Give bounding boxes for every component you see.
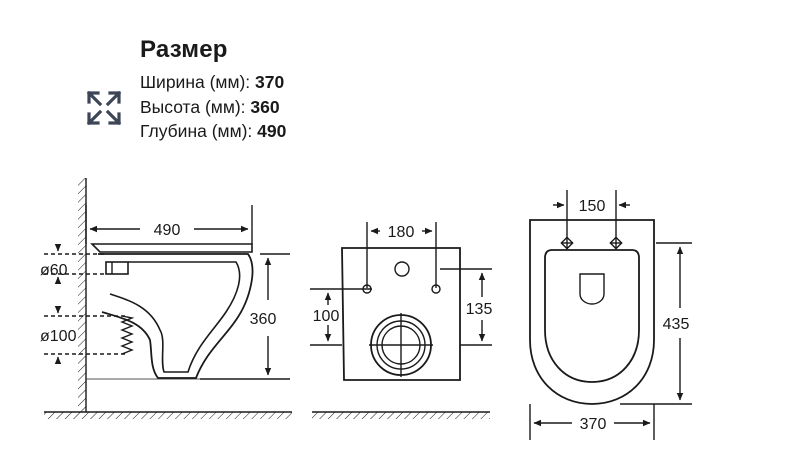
dim-side-height-label: 360 xyxy=(250,311,277,328)
spec-width: Ширина (мм): 370 xyxy=(140,70,286,95)
dim-pipe-drain-label: ø100 xyxy=(40,328,77,345)
top-inner xyxy=(544,249,640,383)
dim-back-height-right-label: 135 xyxy=(466,301,493,318)
wall-hatch xyxy=(78,178,86,412)
dim-top-width-top-label: 150 xyxy=(579,198,606,215)
inlet-connector xyxy=(105,261,129,275)
dimension-labels: 490 360 ø60 ø100 180 100 135 150 435 370 xyxy=(40,198,689,433)
back-view xyxy=(310,222,492,419)
dim-top-width-label: 370 xyxy=(580,416,607,433)
top-outer xyxy=(529,219,655,405)
dim-back-height-left-label: 100 xyxy=(313,308,340,325)
floor-hatch xyxy=(44,412,292,419)
spec-value: 360 xyxy=(250,96,280,117)
spec-list: Ширина (мм): 370 Высота (мм): 360 Глубин… xyxy=(140,70,286,144)
dim-top-depth-label: 435 xyxy=(663,316,690,333)
spec-height: Высота (мм): 360 xyxy=(140,95,286,120)
inlet-hole xyxy=(394,261,410,277)
spec-label: Ширина (мм): xyxy=(140,72,256,92)
mount-cross-right xyxy=(609,236,623,250)
spec-label: Высота (мм): xyxy=(140,96,251,117)
size-header: Размер Ширина (мм): 370 Высота (мм): 360… xyxy=(0,0,800,150)
toilet-seat xyxy=(90,243,253,253)
top-view xyxy=(529,190,692,440)
dim-side-depth-label: 490 xyxy=(154,222,181,239)
mount-cross-left xyxy=(560,236,574,250)
toilet-bowl-inner xyxy=(109,261,241,373)
back-body xyxy=(341,247,461,381)
expand-arrows-icon xyxy=(86,90,122,126)
dim-pipe-top-label: ø60 xyxy=(40,262,68,279)
drain-spring xyxy=(120,315,135,355)
spec-depth: Глубина (мм): 490 xyxy=(140,119,286,144)
spec-label: Глубина (мм): xyxy=(140,121,258,141)
toilet-bowl-outer xyxy=(98,253,254,379)
page-title: Размер xyxy=(140,36,228,63)
water-outlet xyxy=(579,273,605,305)
spec-value: 370 xyxy=(255,72,285,92)
dim-back-width-label: 180 xyxy=(388,224,415,241)
spec-value: 490 xyxy=(257,121,287,141)
side-view xyxy=(44,178,292,419)
